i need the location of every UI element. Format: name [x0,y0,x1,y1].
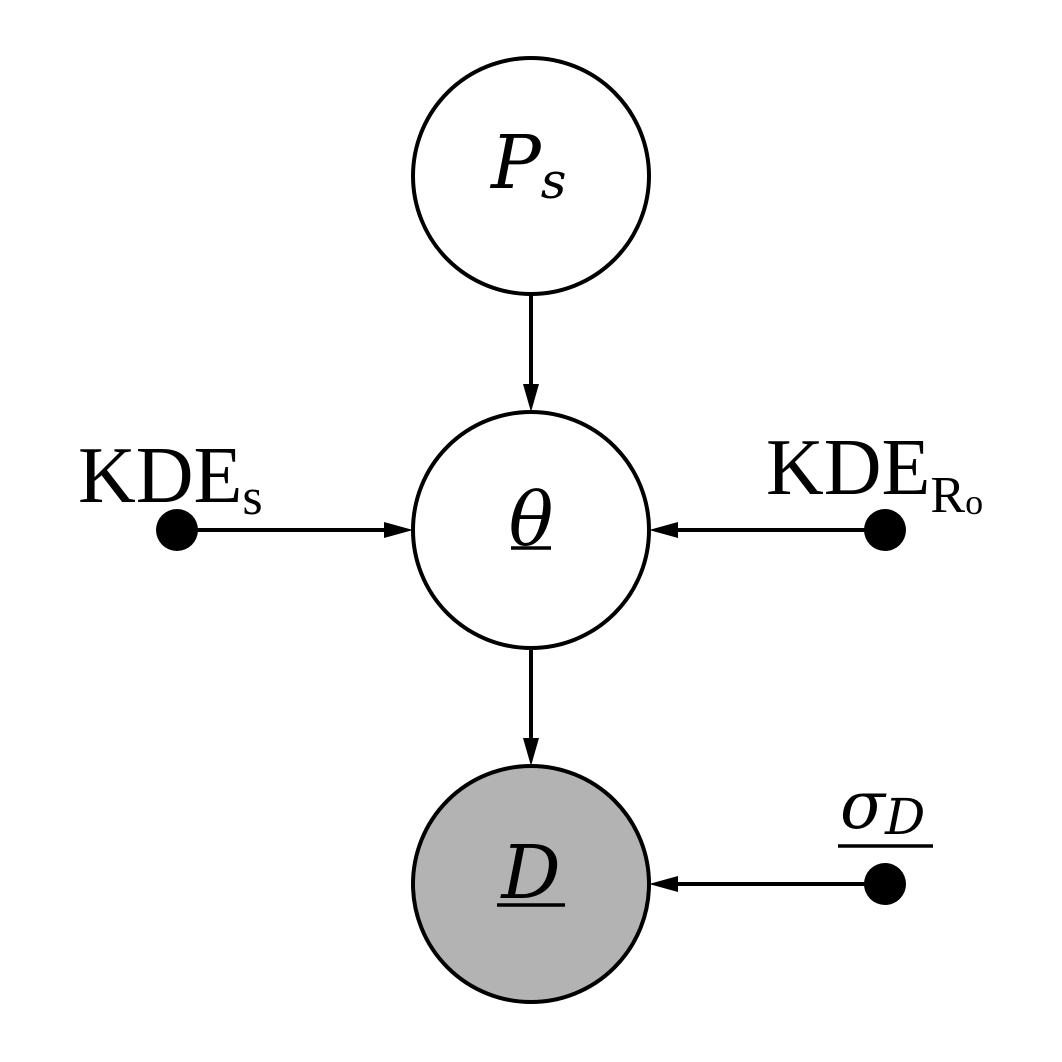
param-kde-ro-sub: R [930,467,965,524]
param-kde-ro-base: KDE [766,424,930,512]
param-sigma-d-text: σD [840,767,925,846]
node-ps-base: P [489,120,542,206]
param-kde-s-sub: s [242,469,262,526]
param-dot-sigma-d [864,863,906,905]
arrowhead-ps-to-theta [523,384,539,412]
arrowhead-kde-ro-to-theta [649,522,678,538]
param-label-kde-s: KDEs [78,432,263,526]
node-ps-circle [411,56,651,296]
arrowhead-sigma-to-data [649,876,678,892]
param-label-kde-ro: KDERo [766,424,983,524]
param-kde-ro-subsub: o [965,482,983,522]
param-dot-kde-s [156,509,198,551]
node-theta: θ [411,410,651,650]
arrowhead-theta-to-data [523,738,539,766]
param-dot-kde-ro [864,509,906,551]
arrowhead-kde-s-to-theta [384,522,413,538]
param-kde-s-base: KDE [78,432,242,520]
node-theta-circle [411,410,651,650]
node-data: D [411,764,651,1004]
edges [178,295,885,892]
param-label-sigma-d: σD [838,767,933,848]
node-data-circle [411,764,651,1004]
param-sigma-d-base: σ [840,767,887,844]
param-sigma-d-sub: D [884,788,925,846]
node-data-label: D [499,830,560,916]
node-theta-label: θ [509,477,554,563]
node-ps-sub: s [541,152,567,210]
node-ps-label: Ps [489,120,566,210]
node-ps: Ps [411,56,651,296]
